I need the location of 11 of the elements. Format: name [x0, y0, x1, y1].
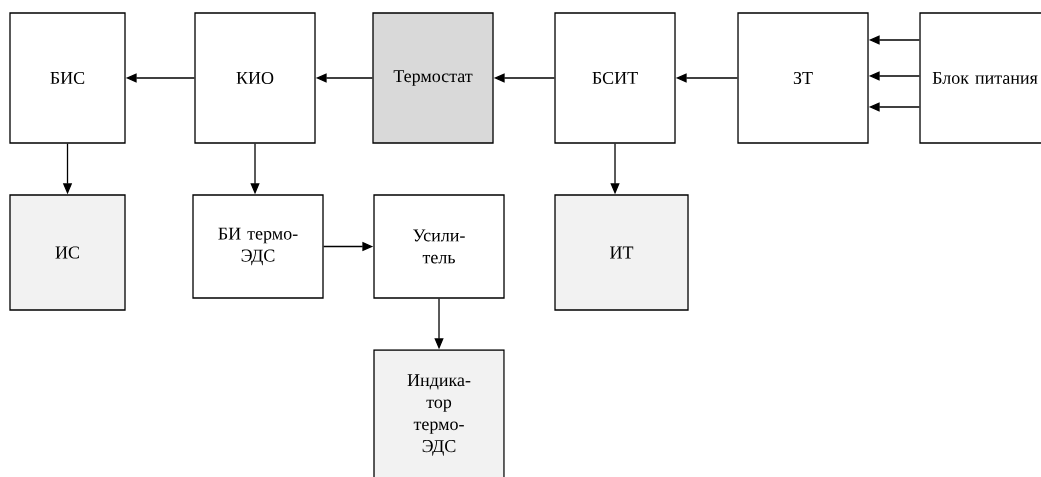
block-box: ИС: [9, 194, 126, 311]
block-box: КИО: [194, 12, 316, 144]
block-box: БСИТ: [554, 12, 676, 144]
block-box: Термостат: [372, 12, 494, 144]
block-box: БИС: [9, 12, 126, 144]
block-box: БИ термо- ЭДС: [192, 194, 324, 299]
block-box: Индика- тор термо- ЭДС: [373, 349, 505, 477]
block-box: Блок питания: [919, 12, 1041, 144]
block-box: ЗТ: [737, 12, 869, 144]
block-box: ИТ: [554, 194, 689, 311]
block-box: Усили- тель: [373, 194, 505, 299]
